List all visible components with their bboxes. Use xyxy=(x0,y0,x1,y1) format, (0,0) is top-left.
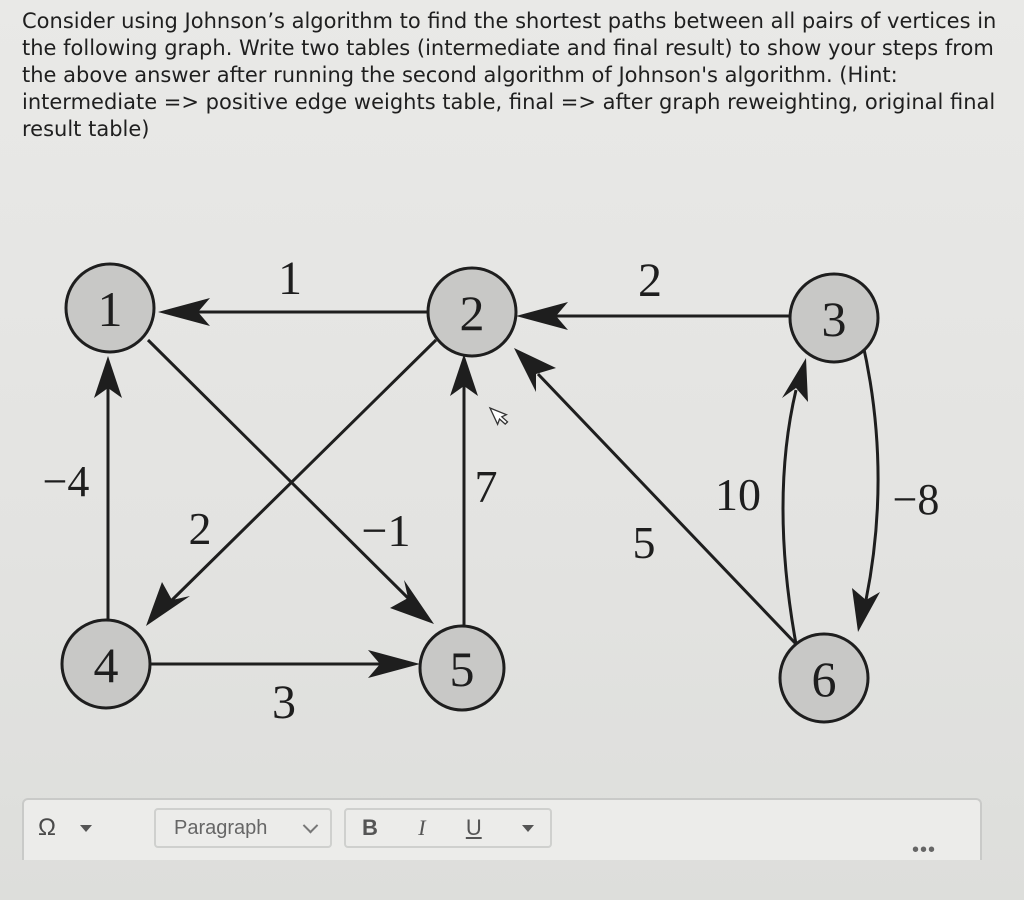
node-1: 1 xyxy=(64,262,156,354)
weight-3-2: 2 xyxy=(638,254,662,307)
node-3: 3 xyxy=(788,272,880,364)
arrowhead-5-2 xyxy=(450,354,478,396)
node-3-label: 3 xyxy=(822,291,847,347)
mouse-cursor-icon xyxy=(488,406,509,427)
weight-4-1: −4 xyxy=(43,457,90,506)
node-5-label: 5 xyxy=(450,641,475,697)
weight-3-6: −8 xyxy=(893,475,940,524)
edge-6-3 xyxy=(781,389,798,645)
node-5: 5 xyxy=(418,624,506,712)
underline-button[interactable]: U xyxy=(465,815,482,840)
node-2-label: 2 xyxy=(460,285,485,341)
arrowhead-3-2 xyxy=(516,302,568,330)
weight-2-1: 1 xyxy=(278,252,302,305)
arrowhead-2-1 xyxy=(158,298,210,326)
node-4: 4 xyxy=(60,618,152,710)
arrowhead-3-6 xyxy=(852,588,880,632)
edge-6-2 xyxy=(536,372,798,646)
paragraph-style-label: Paragraph xyxy=(174,816,268,839)
omega-icon: Ω xyxy=(38,814,56,841)
format-more-caret-icon[interactable] xyxy=(522,824,534,832)
edge-3-6 xyxy=(860,339,880,601)
arrowhead-6-2 xyxy=(514,348,556,392)
chevron-down-icon xyxy=(302,817,319,833)
question-text: Consider using Johnson’s algorithm to fi… xyxy=(22,9,997,141)
graph-diagram: 1 2 3 4 5 6 1 2 −4 2 −1 7 5 10 −8 xyxy=(43,252,940,729)
weight-6-3: 10 xyxy=(715,469,761,520)
text-format-group: B I U xyxy=(344,808,552,848)
more-options-button[interactable]: ••• xyxy=(912,838,937,861)
weight-4-5: 3 xyxy=(272,676,296,729)
caret-down-icon xyxy=(79,824,92,832)
paragraph-style-select[interactable]: Paragraph xyxy=(154,808,332,848)
arrowhead-6-3 xyxy=(782,358,808,402)
node-6: 6 xyxy=(778,632,870,724)
editor-toolbar: Ω Paragraph B I U ••• xyxy=(22,798,982,861)
arrowhead-4-1 xyxy=(94,356,122,398)
special-character-button[interactable]: Ω xyxy=(38,808,128,848)
italic-button[interactable]: I xyxy=(418,815,426,840)
weight-2-4: 2 xyxy=(189,503,212,554)
edge-1-5 xyxy=(146,338,414,604)
arrowhead-4-5 xyxy=(368,650,420,678)
arrowhead-1-5 xyxy=(390,580,434,624)
weight-1-5: −1 xyxy=(362,505,411,556)
node-1-label: 1 xyxy=(98,281,123,337)
bold-button[interactable]: B xyxy=(362,815,378,840)
edge-2-4 xyxy=(168,338,438,604)
node-6-label: 6 xyxy=(812,651,837,707)
weight-5-2: 7 xyxy=(475,461,498,512)
weight-6-2: 5 xyxy=(633,517,656,568)
node-2: 2 xyxy=(426,266,518,358)
arrowhead-2-4 xyxy=(146,582,190,626)
node-4-label: 4 xyxy=(94,637,119,693)
